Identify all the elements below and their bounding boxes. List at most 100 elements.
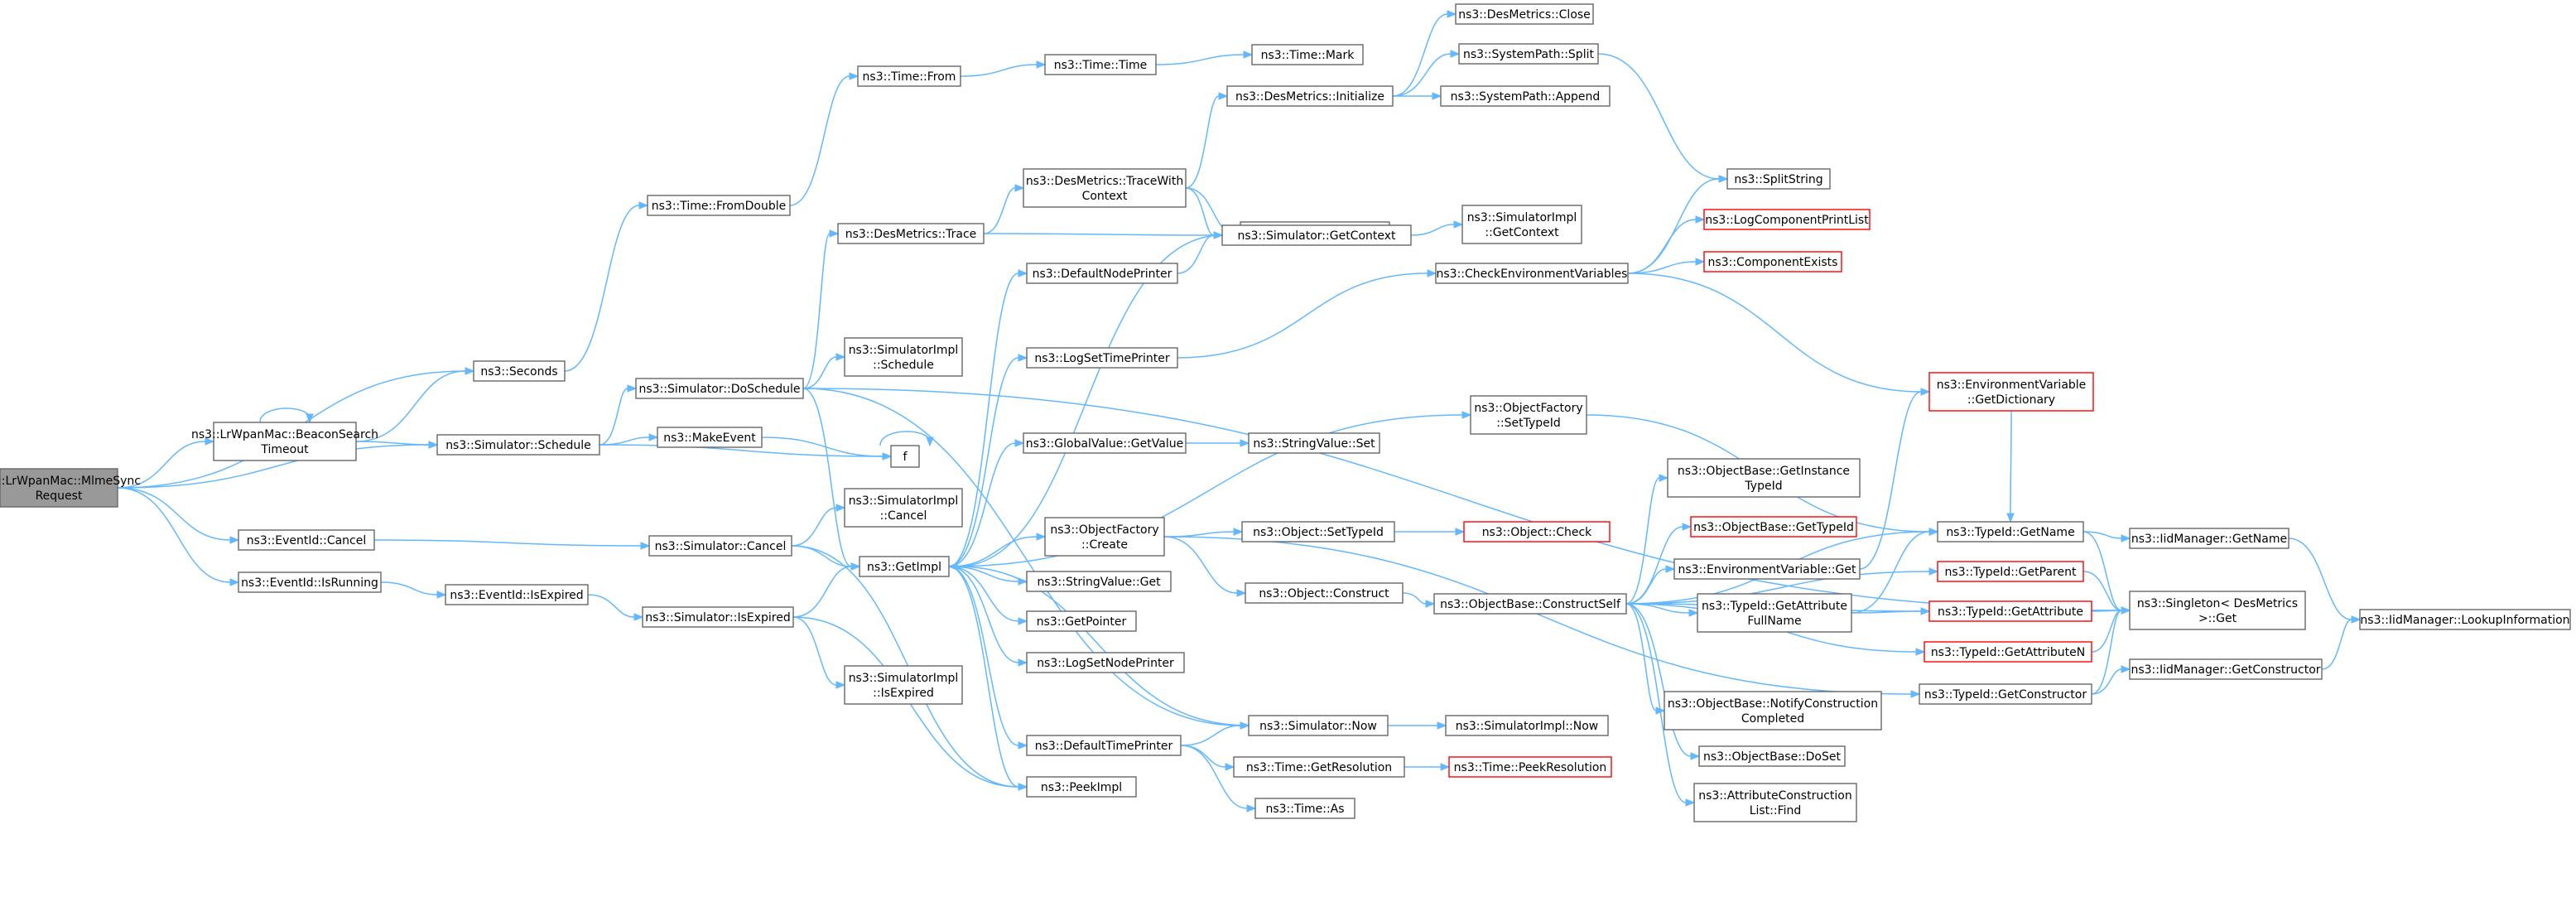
node-schedule[interactable]: ns3::Simulator::Schedule bbox=[436, 434, 600, 456]
node-box[interactable] bbox=[859, 556, 950, 577]
node-eidcancel[interactable]: ns3::EventId::Cancel bbox=[238, 529, 375, 551]
node-singletonget[interactable]: ns3::Singleton< DesMetrics>::Get bbox=[2129, 591, 2306, 630]
node-doschedule[interactable]: ns3::Simulator::DoSchedule bbox=[635, 378, 804, 399]
node-box[interactable] bbox=[844, 488, 963, 528]
node-getpointer[interactable]: ns3::GetPointer bbox=[1026, 610, 1137, 632]
node-peekresolution[interactable]: ns3::Time::PeekResolution bbox=[1448, 756, 1612, 778]
node-box[interactable] bbox=[1026, 652, 1185, 673]
node-box[interactable] bbox=[213, 422, 357, 461]
node-box[interactable] bbox=[1445, 715, 1609, 736]
node-getcontext[interactable]: ns3::Simulator::GetContext bbox=[1221, 224, 1412, 246]
node-box[interactable] bbox=[642, 606, 794, 628]
node-box[interactable] bbox=[238, 529, 375, 551]
node-box[interactable] bbox=[890, 445, 920, 468]
node-box[interactable] bbox=[1026, 571, 1172, 592]
node-box[interactable] bbox=[1440, 85, 1611, 107]
node-box[interactable] bbox=[1919, 683, 2092, 705]
node-makeevent[interactable]: ns3::MakeEvent bbox=[657, 427, 763, 448]
node-simcancel[interactable]: ns3::Simulator::Cancel bbox=[648, 535, 792, 557]
node-timefrom[interactable]: ns3::Time::From bbox=[857, 65, 961, 87]
node-constructself[interactable]: ns3::ObjectBase::ConstructSelf bbox=[1433, 593, 1627, 615]
node-fromdouble[interactable]: ns3::Time::FromDouble bbox=[647, 195, 791, 216]
node-checkenv[interactable]: ns3::CheckEnvironmentVariables bbox=[1435, 263, 1629, 284]
node-box[interactable] bbox=[1026, 610, 1137, 632]
node-box[interactable] bbox=[1435, 263, 1629, 284]
node-stringvalueset[interactable]: ns3::StringValue::Set bbox=[1248, 432, 1380, 454]
node-box[interactable] bbox=[1937, 521, 2084, 542]
node-logsettimeprinter[interactable]: ns3::LogSetTimePrinter bbox=[1026, 347, 1178, 369]
node-box[interactable] bbox=[2359, 609, 2571, 630]
node-typeidgetconstructor[interactable]: ns3::TypeId::GetConstructor bbox=[1919, 683, 2092, 705]
node-f[interactable]: f bbox=[890, 445, 920, 468]
node-box[interactable] bbox=[844, 337, 963, 377]
node-box[interactable] bbox=[1233, 756, 1405, 778]
node-objfactorycreate[interactable]: ns3::ObjectFactory::Create bbox=[1044, 517, 1165, 557]
node-box[interactable] bbox=[445, 584, 589, 605]
node-box[interactable] bbox=[1698, 745, 1846, 767]
node-objsettypeid[interactable]: ns3::Object::SetTypeId bbox=[1241, 521, 1395, 542]
node-timemark[interactable]: ns3::Time::Mark bbox=[1251, 44, 1364, 65]
node-box[interactable] bbox=[1026, 776, 1137, 798]
node-box[interactable] bbox=[1023, 168, 1187, 208]
node-box[interactable] bbox=[1703, 209, 1871, 230]
node-timetime[interactable]: ns3::Time::Time bbox=[1044, 54, 1157, 75]
node-box[interactable] bbox=[1026, 735, 1182, 756]
node-box[interactable] bbox=[1693, 783, 1857, 822]
node-simimplcancel[interactable]: ns3::SimulatorImpl::Cancel bbox=[844, 488, 963, 528]
node-box[interactable] bbox=[647, 195, 791, 216]
node-peekimpl[interactable]: ns3::PeekImpl bbox=[1026, 776, 1137, 798]
node-box[interactable] bbox=[1248, 715, 1389, 736]
node-stringvalueget[interactable]: ns3::StringValue::Get bbox=[1026, 571, 1172, 592]
node-box[interactable] bbox=[1703, 251, 1842, 272]
node-logsetnodeprinter[interactable]: ns3::LogSetNodePrinter bbox=[1026, 652, 1185, 673]
node-box[interactable] bbox=[2129, 528, 2290, 549]
node-timeas[interactable]: ns3::Time::As bbox=[1254, 798, 1355, 819]
node-desclose[interactable]: ns3::DesMetrics::Close bbox=[1455, 3, 1594, 25]
node-eidexpired[interactable]: ns3::EventId::IsExpired bbox=[445, 584, 589, 605]
node-box[interactable] bbox=[857, 65, 961, 87]
node-box[interactable] bbox=[1023, 432, 1187, 454]
node-syssplit[interactable]: ns3::SystemPath::Split bbox=[1458, 43, 1599, 65]
node-iidgetconstructor[interactable]: ns3::IidManager::GetConstructor bbox=[2129, 658, 2323, 680]
node-box[interactable] bbox=[1726, 168, 1831, 190]
node-box[interactable] bbox=[1241, 521, 1395, 542]
node-box[interactable] bbox=[1455, 3, 1594, 25]
node-box[interactable] bbox=[1251, 44, 1364, 65]
node-box[interactable] bbox=[1461, 205, 1582, 244]
node-logcompprintlist[interactable]: ns3::LogComponentPrintList bbox=[1703, 209, 1871, 230]
node-box[interactable] bbox=[1448, 756, 1612, 778]
node-iidlookup[interactable]: ns3::IidManager::LookupInformation bbox=[2359, 609, 2571, 630]
node-typeidgetparent[interactable]: ns3::TypeId::GetParent bbox=[1937, 561, 2084, 582]
node-iidgetname[interactable]: ns3::IidManager::GetName bbox=[2129, 528, 2290, 549]
node-doset[interactable]: ns3::ObjectBase::DoSet bbox=[1698, 745, 1846, 767]
node-simisexpired[interactable]: ns3::Simulator::IsExpired bbox=[642, 606, 794, 628]
node-getimpl[interactable]: ns3::GetImpl bbox=[859, 556, 950, 577]
node-envgetdict[interactable]: ns3::EnvironmentVariable::GetDictionary bbox=[1928, 372, 2094, 412]
node-splitstring[interactable]: ns3::SplitString bbox=[1726, 168, 1831, 190]
node-box[interactable] bbox=[1433, 593, 1627, 615]
node-box[interactable] bbox=[1044, 54, 1157, 75]
node-notifyconstruction[interactable]: ns3::ObjectBase::NotifyConstructionCompl… bbox=[1664, 691, 1882, 731]
node-box[interactable] bbox=[1226, 85, 1394, 107]
node-simimplisexpired[interactable]: ns3::SimulatorImpl::IsExpired bbox=[844, 665, 963, 705]
node-desinit[interactable]: ns3::DesMetrics::Initialize bbox=[1226, 85, 1394, 107]
node-box[interactable] bbox=[1937, 561, 2084, 582]
node-globalgetvalue[interactable]: ns3::GlobalValue::GetValue bbox=[1023, 432, 1187, 454]
node-box[interactable] bbox=[1026, 263, 1178, 284]
node-sysappend[interactable]: ns3::SystemPath::Append bbox=[1440, 85, 1611, 107]
node-box[interactable] bbox=[1924, 641, 2092, 663]
node-box[interactable] bbox=[1463, 521, 1611, 542]
node-simimplschedule[interactable]: ns3::SimulatorImpl::Schedule bbox=[844, 337, 963, 377]
node-box[interactable] bbox=[1254, 798, 1355, 819]
node-box[interactable] bbox=[844, 665, 963, 705]
node-objconstruct[interactable]: ns3::Object::Construct bbox=[1245, 582, 1404, 604]
node-getresolution[interactable]: ns3::Time::GetResolution bbox=[1233, 756, 1405, 778]
node-eidrunning[interactable]: ns3::EventId::IsRunning bbox=[238, 571, 382, 593]
node-envget[interactable]: ns3::EnvironmentVariable::Get bbox=[1673, 558, 1861, 580]
node-box[interactable] bbox=[1928, 600, 2092, 622]
node-defaulttimeprinter[interactable]: ns3::DefaultTimePrinter bbox=[1026, 735, 1182, 756]
